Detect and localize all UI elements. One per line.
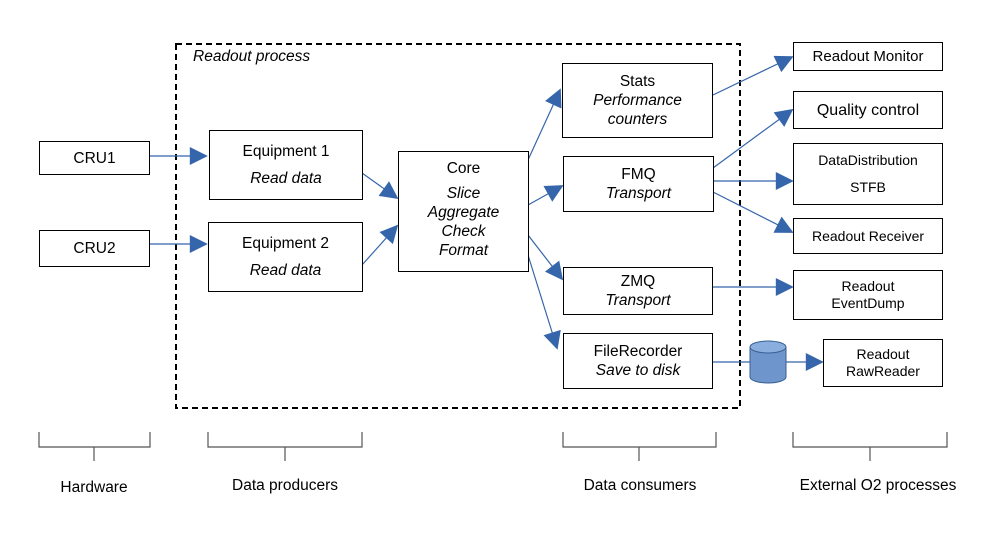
datadistribution-box: DataDistribution STFB bbox=[793, 143, 943, 205]
filerecorder-box: FileRecorder Save to disk bbox=[563, 333, 713, 389]
filerecorder-title: FileRecorder bbox=[593, 343, 683, 360]
zmq-title: ZMQ bbox=[620, 273, 656, 290]
readout-receiver-label: Readout Receiver bbox=[811, 227, 925, 244]
disk-icon bbox=[749, 340, 787, 384]
datadistribution-label: DataDistribution bbox=[818, 152, 918, 168]
arrow-core-stats bbox=[527, 88, 562, 161]
readout-eventdump-line1: Readout bbox=[841, 278, 895, 294]
quality-control-label: Quality control bbox=[816, 101, 920, 119]
core-title: Core bbox=[446, 160, 481, 177]
stfb-label: STFB bbox=[850, 179, 886, 195]
bracket-external bbox=[792, 432, 948, 461]
equipment1-box: Equipment 1 Read data bbox=[209, 130, 363, 200]
quality-control-box: Quality control bbox=[793, 91, 943, 129]
bracket-hardware bbox=[38, 432, 151, 461]
group-label-data-consumers: Data consumers bbox=[583, 477, 697, 494]
core-line-aggregate: Aggregate bbox=[427, 204, 500, 221]
readout-rawreader-line2: RawReader bbox=[846, 363, 920, 379]
arrow-core-filerecorder bbox=[527, 254, 561, 350]
stats-sub-performance: Performance bbox=[593, 92, 682, 109]
arrow-core-fmq bbox=[527, 185, 564, 206]
readout-eventdump-box: Readout EventDump bbox=[793, 270, 943, 320]
arrow-stats-monitor bbox=[712, 55, 794, 96]
bracket-data-producers bbox=[207, 432, 363, 461]
readout-eventdump-line2: EventDump bbox=[831, 295, 905, 311]
group-label-data-producers: Data producers bbox=[232, 477, 338, 494]
arrow-core-zmq bbox=[527, 234, 564, 281]
bracket-data-consumers bbox=[562, 432, 717, 461]
group-label-external: External O2 processes bbox=[799, 477, 957, 494]
zmq-sub: Transport bbox=[605, 292, 671, 309]
stats-box: Stats Performance counters bbox=[562, 63, 713, 138]
equipment2-box: Equipment 2 Read data bbox=[208, 222, 363, 292]
stats-sub-counters: counters bbox=[607, 111, 668, 128]
readout-monitor-label: Readout Monitor bbox=[812, 48, 924, 65]
fmq-sub: Transport bbox=[605, 185, 672, 202]
core-line-format: Format bbox=[438, 242, 489, 259]
equipment2-title: Equipment 2 bbox=[241, 235, 330, 252]
fmq-title: FMQ bbox=[621, 166, 656, 183]
arrow-fmq-quality bbox=[712, 108, 794, 169]
readout-rawreader-box: Readout RawReader bbox=[823, 339, 943, 387]
filerecorder-sub: Save to disk bbox=[595, 362, 681, 379]
equipment1-title: Equipment 1 bbox=[242, 143, 330, 160]
fmq-box: FMQ Transport bbox=[563, 156, 714, 212]
arrow-fmq-receiver bbox=[712, 191, 794, 233]
cru1-box: CRU1 bbox=[39, 141, 150, 175]
readout-receiver-box: Readout Receiver bbox=[793, 218, 943, 254]
group-label-hardware: Hardware bbox=[60, 479, 128, 496]
core-line-slice: Slice bbox=[446, 185, 481, 202]
equipment2-sub: Read data bbox=[249, 262, 322, 279]
cru2-box: CRU2 bbox=[39, 230, 150, 267]
core-box: Core Slice Aggregate Check Format bbox=[398, 151, 529, 272]
readout-process-label: Readout process bbox=[193, 48, 311, 65]
arrow-equipment2-core bbox=[361, 224, 399, 266]
readout-monitor-box: Readout Monitor bbox=[793, 42, 943, 71]
equipment1-sub: Read data bbox=[250, 170, 322, 187]
cru1-label: CRU1 bbox=[73, 149, 116, 167]
stats-title: Stats bbox=[619, 73, 656, 90]
cru2-label: CRU2 bbox=[73, 240, 116, 257]
arrow-equipment1-core bbox=[361, 172, 399, 200]
readout-process-container bbox=[175, 43, 741, 409]
readout-rawreader-line1: Readout bbox=[856, 346, 910, 362]
zmq-box: ZMQ Transport bbox=[563, 267, 713, 315]
core-line-check: Check bbox=[441, 223, 486, 240]
